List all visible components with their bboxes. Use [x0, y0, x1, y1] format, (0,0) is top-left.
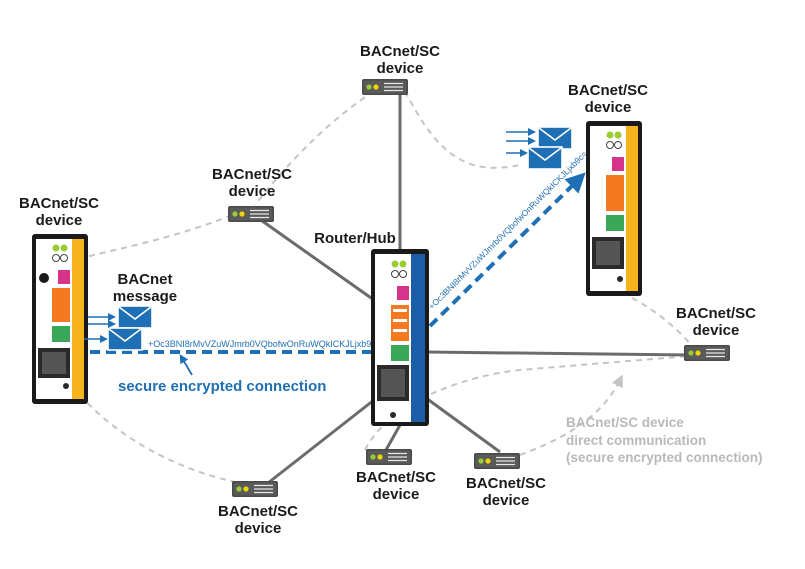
- label-line: Router/Hub: [314, 230, 396, 247]
- label-line: BACnet/SC: [465, 475, 546, 492]
- envelope-icon: [107, 327, 143, 351]
- label-line: BACnet/SC: [217, 503, 298, 520]
- link-bottomcenter: [384, 424, 402, 451]
- cipher-text-upperright: +Oc3BNI8rMvVZuWJmrb0VQbofwOnRuWQkICKJLjx…: [426, 149, 589, 312]
- link-midleft: [257, 216, 375, 302]
- encrypted-links: [90, 172, 586, 354]
- label-line: device: [228, 183, 276, 201]
- envelope-icon: [537, 126, 573, 150]
- label-line: BACnet/SC: [567, 82, 648, 99]
- rack-device-bottomright: [473, 452, 521, 470]
- label-farleft-device: BACnet/SC device: [0, 195, 118, 230]
- cipher-text-left: +Oc3BNI8rMvVZuWJmrb0VQbofwOnRuWQkICKJLjx…: [148, 339, 381, 349]
- dash-link-top-to-upperright: [404, 90, 521, 169]
- label-midleft-device: BACnet/SC device: [192, 166, 312, 201]
- dash-link-bottomcenter-to-right: [364, 355, 691, 451]
- encrypted-link-upperright: [428, 172, 586, 328]
- din-device-upperright: [586, 121, 642, 296]
- label-line: device: [234, 520, 282, 538]
- dash-link-bottomright-to-direct: [519, 374, 623, 456]
- label-line: device: [376, 60, 424, 78]
- label-line: BACnet/SC: [675, 305, 756, 322]
- rack-device-right: [683, 344, 731, 362]
- label-line: (secure encrypted connection): [566, 450, 763, 466]
- link-bottomleft: [267, 398, 375, 485]
- label-direct-communication: BACnet/SC device direct communication (s…: [566, 414, 763, 467]
- label-secure-connection: secure encrypted connection: [118, 378, 327, 395]
- label-line: device: [692, 322, 740, 340]
- link-bottomright: [425, 396, 501, 454]
- label-line: BACnet: [117, 271, 173, 288]
- label-line: device: [584, 99, 632, 117]
- label-line: BACnet/SC device: [566, 415, 684, 430]
- label-line: BACnet/SC: [355, 469, 436, 486]
- envelope-group-upperright: [506, 126, 573, 170]
- rack-device-top: [361, 78, 409, 96]
- router-links: [257, 91, 691, 485]
- label-bottomcenter-device: BACnet/SC device: [336, 469, 456, 504]
- dash-link-farleft-to-bottomleft: [79, 394, 236, 483]
- label-upperright-device: BACnet/SC device: [548, 82, 668, 117]
- envelope-icon: [527, 146, 563, 170]
- label-line: device: [372, 486, 420, 504]
- rack-device-bottomcenter: [365, 448, 413, 466]
- envelope-group-left: [84, 305, 153, 351]
- label-line: BACnet/SC: [211, 166, 292, 183]
- label-line: BACnet/SC: [18, 195, 99, 212]
- envelope-icon: [117, 305, 153, 329]
- din-device-farleft: [32, 234, 88, 404]
- label-line: message: [112, 288, 178, 306]
- label-line: direct communication: [566, 432, 707, 448]
- label-bacnet-message: BACnet message: [100, 271, 190, 306]
- direct-comm-links: [79, 90, 696, 483]
- label-line: device: [482, 492, 530, 510]
- secure-label-arrow: [179, 354, 193, 376]
- label-line: BACnet/SC: [359, 43, 440, 60]
- router-hub-device: [371, 249, 429, 426]
- dash-link-midleft-to-farleft: [82, 214, 233, 259]
- link-right: [425, 350, 691, 357]
- label-line: device: [35, 212, 83, 230]
- label-bottomleft-device: BACnet/SC device: [198, 503, 318, 538]
- rack-device-bottomleft: [231, 480, 279, 498]
- dash-link-top-to-midleft: [254, 90, 375, 206]
- rack-device-midleft: [227, 205, 275, 223]
- label-right-device: BACnet/SC device: [656, 305, 776, 340]
- label-bottomright-device: BACnet/SC device: [446, 475, 566, 510]
- label-router-hub: Router/Hub: [300, 230, 410, 247]
- label-top-device: BACnet/SC device: [340, 43, 460, 78]
